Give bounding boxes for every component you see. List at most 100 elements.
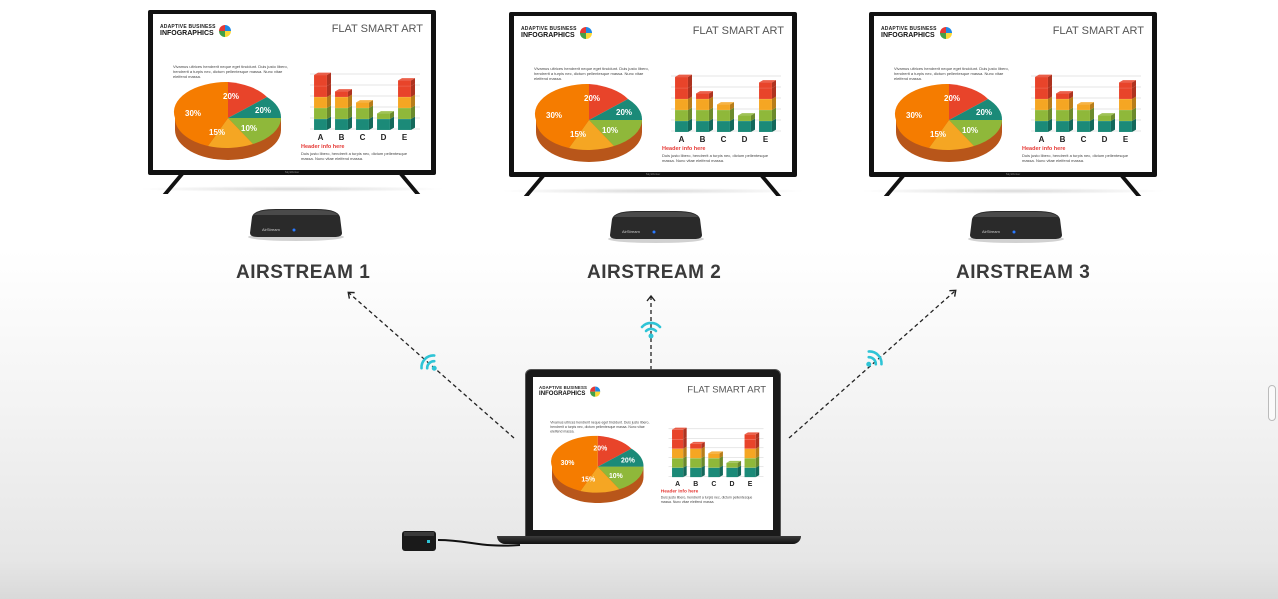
brand-logo-icon <box>940 27 952 39</box>
tv-frame: ADAPTIVE BUSINESS INFOGRAPHICS FLAT SMAR… <box>509 12 797 177</box>
arrow-to-airstream-3 <box>788 289 957 439</box>
bar-category-label: B <box>339 133 345 142</box>
bar-category-label: B <box>1060 135 1066 144</box>
bar-B <box>334 89 352 131</box>
pie-label: 15% <box>930 130 946 139</box>
bar-B <box>689 441 705 478</box>
pie-label: 30% <box>185 109 201 118</box>
bar-category-label: E <box>1123 135 1129 144</box>
pie-label: 20% <box>621 457 635 464</box>
slide-paragraph: Vivamus ultrices hendrerit neque eget ti… <box>550 420 650 434</box>
bar-category-label: C <box>721 135 727 144</box>
laptop: ADAPTIVE BUSINESS INFOGRAPHICS FLAT SMAR… <box>497 369 803 549</box>
bar-category-label: A <box>675 481 680 488</box>
svg-text:AirStream: AirStream <box>982 229 1000 234</box>
tv-1: ADAPTIVE BUSINESS INFOGRAPHICS FLAT SMAR… <box>138 10 446 194</box>
slide-paragraph: Vivamus ultrices hendrerit neque eget ti… <box>534 66 649 81</box>
tv-screen: ADAPTIVE BUSINESS INFOGRAPHICS FLAT SMAR… <box>153 14 431 170</box>
tv-screen: ADAPTIVE BUSINESS INFOGRAPHICS FLAT SMAR… <box>514 16 792 172</box>
bar-B <box>1055 91 1073 133</box>
airstream-label-1: AIRSTREAM 1 <box>236 262 371 283</box>
bar-chart: A B C D E <box>668 427 764 488</box>
pie-label: 30% <box>561 460 575 467</box>
pie-label: 20% <box>223 92 239 101</box>
slide: ADAPTIVE BUSINESS INFOGRAPHICS FLAT SMAR… <box>874 16 1152 172</box>
wifi-icon <box>866 350 883 367</box>
bar-category-label: E <box>748 481 753 488</box>
wifi-icon <box>640 321 662 339</box>
bar-C <box>708 451 723 478</box>
bar-A <box>671 427 687 478</box>
scrollbar-handle[interactable] <box>1268 385 1276 421</box>
bar-category-label: B <box>693 481 698 488</box>
bar-category-label: C <box>711 481 716 488</box>
slide-title: FLAT SMART ART <box>692 25 784 37</box>
brand-line-1: ADAPTIVE BUSINESS <box>881 26 937 32</box>
bar-category-label: E <box>402 133 408 142</box>
pie-label: 15% <box>570 130 586 139</box>
pie-label: 15% <box>209 128 225 137</box>
bar-category-label: D <box>381 133 387 142</box>
brand-logo-icon <box>580 27 592 39</box>
slide-title: FLAT SMART ART <box>331 23 423 35</box>
bar-category-label: E <box>763 135 769 144</box>
airstream-label-3: AIRSTREAM 3 <box>956 262 1091 283</box>
header-info-text: Duis justo libero, hendrerit a turpis ne… <box>662 153 769 163</box>
brand-line-2: INFOGRAPHICS <box>881 32 935 39</box>
tv-shadow <box>499 188 807 194</box>
brand-line-1: ADAPTIVE BUSINESS <box>160 24 216 30</box>
bar-D <box>376 111 394 131</box>
tv-frame: ADAPTIVE BUSINESS INFOGRAPHICS FLAT SMAR… <box>148 10 436 175</box>
pie-label: 20% <box>584 94 600 103</box>
header-info-text: Duis justo libero, hendrerit a turpis ne… <box>1022 153 1129 163</box>
tv-brand: SkyWorker <box>645 172 661 176</box>
slide-paragraph: Vivamus ultrices hendrerit neque eget ti… <box>173 64 288 79</box>
bar-A <box>674 74 692 133</box>
bar-E <box>744 432 760 478</box>
slide-title: FLAT SMART ART <box>687 384 767 396</box>
tv-3: ADAPTIVE BUSINESS INFOGRAPHICS FLAT SMAR… <box>859 12 1167 196</box>
bar-category-label: C <box>360 133 366 142</box>
brand-logo-icon <box>219 25 231 37</box>
wifi-icon <box>420 354 437 371</box>
pie-label: 20% <box>944 94 960 103</box>
brand-line-1: ADAPTIVE BUSINESS <box>521 26 577 32</box>
bar-A <box>1034 74 1052 133</box>
brand-logo-icon <box>589 386 601 397</box>
svg-text:AirStream: AirStream <box>622 229 640 234</box>
pie-label: 10% <box>962 126 978 135</box>
bar-D <box>726 460 742 478</box>
pie-chart: 20% 20% 30% 15% 10% <box>534 84 643 162</box>
airstream-dongle <box>401 528 441 552</box>
pie-label: 15% <box>581 476 595 483</box>
header-info: Header info here <box>1022 146 1066 152</box>
bar-category-label: D <box>742 135 748 144</box>
slide: ADAPTIVE BUSINESS INFOGRAPHICS FLAT SMAR… <box>533 377 773 512</box>
pie-label: 30% <box>546 111 562 120</box>
laptop-lid: ADAPTIVE BUSINESS INFOGRAPHICS FLAT SMAR… <box>525 369 781 537</box>
header-info: Header info here <box>662 146 706 152</box>
brand-line-2: INFOGRAPHICS <box>539 390 586 397</box>
dongle-cable <box>437 539 521 547</box>
pie-chart: 20% 20% 30% 15% 10% <box>894 84 1003 162</box>
airstream-label-2: AIRSTREAM 2 <box>587 262 722 283</box>
slide: ADAPTIVE BUSINESS INFOGRAPHICS FLAT SMAR… <box>153 14 431 170</box>
brand-line-2: INFOGRAPHICS <box>521 32 575 39</box>
pie-label: 10% <box>241 124 257 133</box>
bar-category-label: C <box>1081 135 1087 144</box>
bar-B <box>695 91 713 133</box>
slide-title: FLAT SMART ART <box>1052 25 1144 37</box>
pie-label: 20% <box>976 108 992 117</box>
brand-line-1: ADAPTIVE BUSINESS <box>539 385 588 391</box>
bar-C <box>1076 102 1094 133</box>
arrow-to-airstream-1 <box>347 291 515 439</box>
airstream-box-1: AirStream <box>246 207 346 241</box>
pie-label: 10% <box>602 126 618 135</box>
bar-A <box>313 72 331 131</box>
bar-E <box>397 78 415 131</box>
bar-category-label: D <box>730 481 735 488</box>
